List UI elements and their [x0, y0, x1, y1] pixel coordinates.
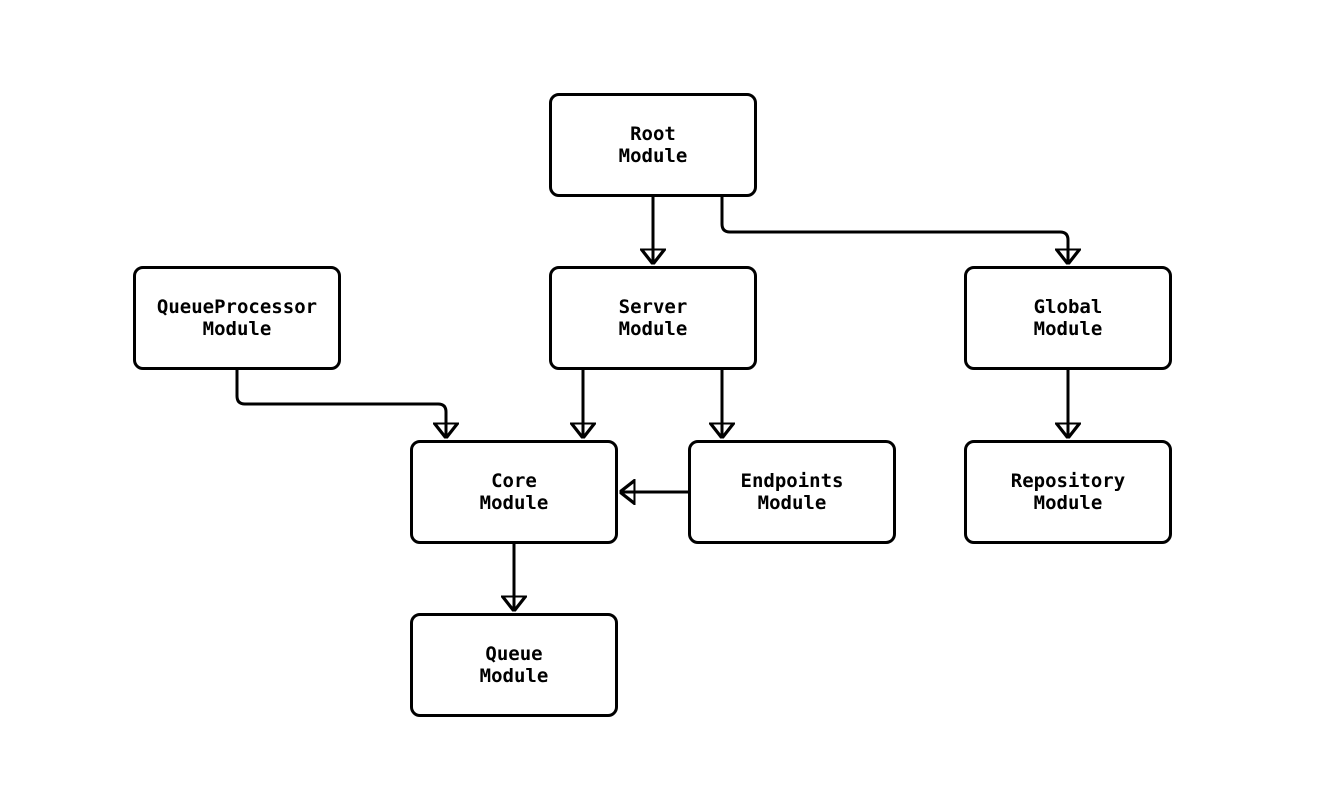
node-queueprocessor-module-label: QueueProcessor Module [156, 296, 318, 340]
edge-root-to-global [720, 197, 1068, 263]
node-queueprocessor-module: QueueProcessor Module [133, 266, 341, 370]
node-server-module: Server Module [549, 266, 757, 370]
node-queue-module: Queue Module [410, 613, 618, 717]
node-root-module: Root Module [549, 93, 757, 197]
node-core-module-label: Core Module [479, 470, 549, 514]
node-repository-module: Repository Module [964, 440, 1172, 544]
node-repository-module-label: Repository Module [1010, 470, 1126, 514]
node-queue-module-label: Queue Module [479, 643, 549, 687]
node-endpoints-module: Endpoints Module [688, 440, 896, 544]
node-root-module-label: Root Module [618, 123, 688, 167]
node-server-module-label: Server Module [618, 296, 688, 340]
edge-queueprocessor-to-core [235, 370, 446, 437]
node-global-module: Global Module [964, 266, 1172, 370]
node-endpoints-module-label: Endpoints Module [740, 470, 844, 514]
node-global-module-label: Global Module [1033, 296, 1103, 340]
node-core-module: Core Module [410, 440, 618, 544]
